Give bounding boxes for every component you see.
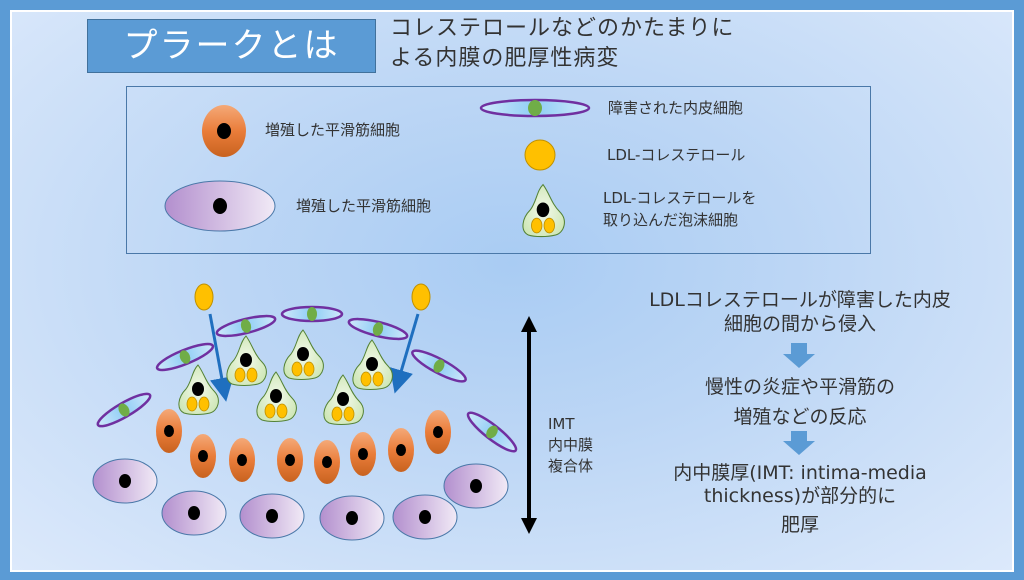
orange-smooth-muscle-cell	[229, 438, 255, 482]
entry-arrow-left	[208, 313, 234, 402]
slide-title: プラークとは	[87, 19, 376, 73]
imt-double-arrow	[521, 316, 537, 534]
orange-smooth-muscle-cell	[156, 409, 182, 453]
legend-label-foam-cell-line1: LDL-コレステロールを	[603, 189, 757, 207]
orange-smooth-muscle-cell	[388, 428, 414, 472]
legend-icon-ldl	[524, 139, 556, 171]
endothelial-cell	[153, 338, 217, 376]
legend-label-orange-cell: 増殖した平滑筋細胞	[265, 121, 401, 139]
subtitle-line-2: よる内膜の肥厚性病変	[390, 46, 620, 71]
foam-cell	[178, 364, 219, 415]
imt-label-line3: 複合体	[548, 457, 594, 475]
entry-arrow-right	[389, 313, 420, 394]
flow-step-1: LDLコレステロールが障害した内皮 細胞の間から侵入	[600, 288, 1000, 336]
endothelial-cell	[93, 387, 155, 433]
orange-smooth-muscle-cell	[314, 440, 340, 484]
legend-label-purple-cell: 増殖した平滑筋細胞	[296, 197, 432, 215]
imt-label: IMT 内中膜 複合体	[548, 414, 593, 477]
legend-box	[126, 86, 871, 254]
endothelial-cell	[345, 313, 411, 345]
legend-icon-purple-cell	[164, 180, 276, 232]
legend-label-ldl: LDL-コレステロール	[607, 146, 746, 164]
purple-smooth-muscle-cell	[239, 493, 305, 539]
orange-smooth-muscle-cell	[350, 432, 376, 476]
endothelial-cell	[280, 305, 344, 323]
flow-step-1-line1: LDLコレステロールが障害した内皮	[649, 289, 951, 311]
flow-step-2-line1: 慢性の炎症や平滑筋の	[704, 376, 895, 398]
legend-label-foam-cell-line2: 取り込んだ泡沫細胞	[603, 211, 739, 229]
imt-label-line1: IMT	[548, 415, 575, 433]
endothelial-cell	[462, 406, 522, 458]
flow-step-2-line2: 増殖などの反応	[733, 406, 867, 428]
legend-label-endothelial-cell: 障害された内皮細胞	[608, 99, 744, 117]
foam-cell	[352, 339, 393, 390]
flow-arrow-down-2	[783, 431, 815, 455]
legend-icon-endothelial-cell	[479, 98, 591, 118]
ldl-particle-left	[194, 283, 214, 311]
flow-step-1-line2: 細胞の間から侵入	[723, 313, 876, 335]
ldl-particle-right	[411, 283, 431, 311]
imt-label-line2: 内中膜	[548, 436, 594, 454]
slide-subtitle: コレステロールなどのかたまりに よる内膜の肥厚性病変	[390, 14, 810, 74]
flow-step-3-line3: 肥厚	[780, 514, 819, 536]
purple-smooth-muscle-cell	[443, 463, 509, 509]
subtitle-line-1: コレステロールなどのかたまりに	[390, 16, 735, 41]
endothelial-cell	[407, 344, 471, 388]
legend-icon-foam-cell	[522, 184, 565, 238]
flow-step-3-line2: thickness)が部分的に	[703, 485, 897, 507]
flow-step-3-line1: 内中膜厚(IMT: intima-media	[673, 462, 927, 484]
flow-step-3: 内中膜厚(IMT: intima-media thickness)が部分的に 肥…	[600, 462, 1000, 537]
purple-smooth-muscle-cell	[161, 490, 227, 536]
orange-smooth-muscle-cell	[190, 434, 216, 478]
orange-smooth-muscle-cell	[425, 410, 451, 454]
legend-icon-orange-cell	[202, 105, 246, 157]
purple-smooth-muscle-cell	[92, 458, 158, 504]
flow-step-2: 慢性の炎症や平滑筋の 増殖などの反応	[600, 372, 1000, 432]
foam-cell	[226, 335, 267, 386]
foam-cell	[283, 329, 324, 380]
purple-smooth-muscle-cell	[392, 494, 458, 540]
orange-smooth-muscle-cell	[277, 438, 303, 482]
purple-smooth-muscle-cell	[319, 495, 385, 541]
flow-arrow-down-1	[783, 343, 815, 368]
